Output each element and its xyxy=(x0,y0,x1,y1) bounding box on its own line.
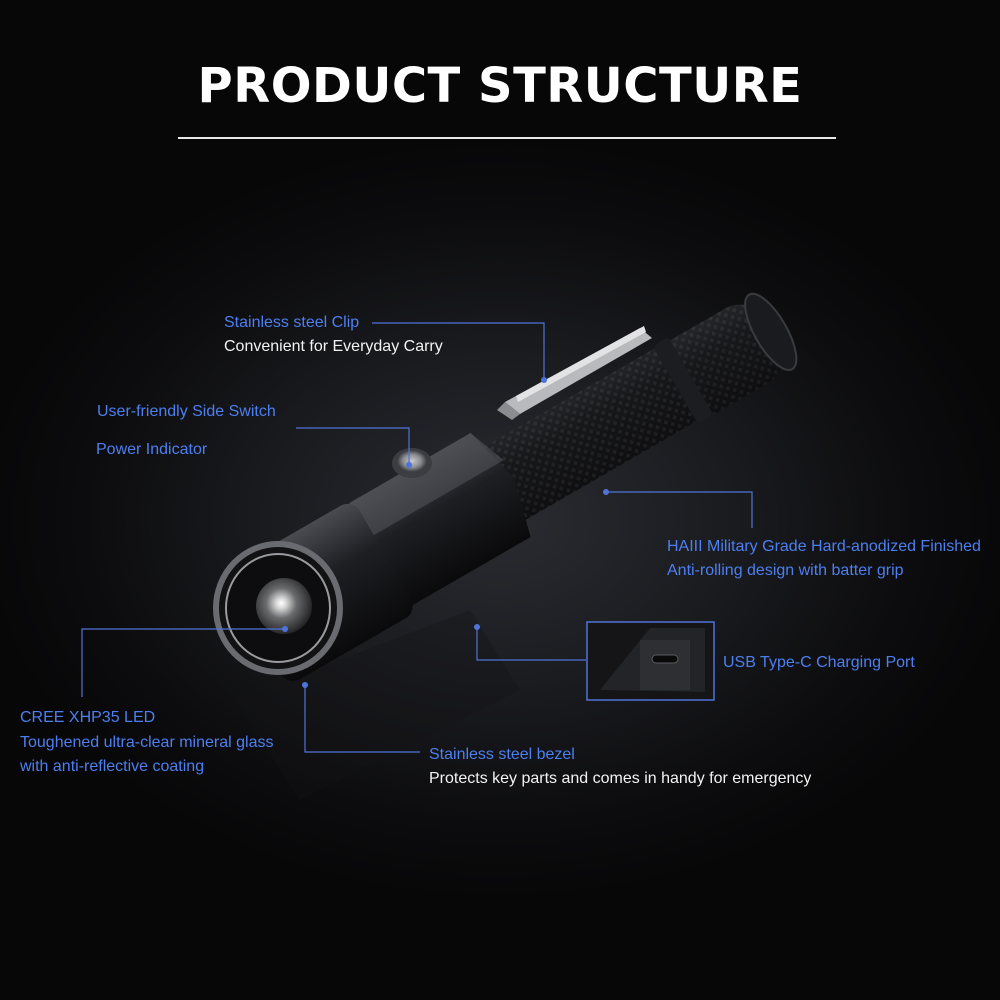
clip-callout-title: Stainless steel Clip xyxy=(224,314,360,331)
leader-dots xyxy=(282,377,609,688)
bezel xyxy=(213,541,343,675)
switch-housing xyxy=(349,433,531,607)
switch-callout-desc: Power Indicator xyxy=(96,441,208,458)
bezel-callout-desc: Protects key parts and comes in handy fo… xyxy=(429,770,812,787)
clip-callout-desc: Convenient for Everyday Carry xyxy=(224,338,443,355)
led-callout-desc-1: Toughened ultra-clear mineral glass xyxy=(20,734,274,751)
clip-leader xyxy=(372,322,545,380)
bezel-leader xyxy=(304,685,420,753)
usb-callout-title: USB Type-C Charging Port xyxy=(723,654,915,671)
led-callout-desc-2: with anti-reflective coating xyxy=(20,758,205,775)
body-callout-desc: Anti-rolling design with batter grip xyxy=(667,562,904,579)
switch-leader xyxy=(296,427,410,465)
switch-callout-title: User-friendly Side Switch xyxy=(97,403,276,420)
bezel-callout-title: Stainless steel bezel xyxy=(429,746,575,763)
body-callout-title: HAIII Military Grade Hard-anodized Finis… xyxy=(667,538,981,555)
knurled-body xyxy=(467,338,712,528)
led-callout-title: CREE XHP35 LED xyxy=(20,709,156,726)
usb-port-inset xyxy=(586,621,715,701)
leader-lines xyxy=(81,322,753,753)
pocket-clip xyxy=(497,326,652,420)
page-title: PRODUCT STRUCTURE xyxy=(197,58,803,114)
led-leader xyxy=(81,628,285,697)
body-leader xyxy=(606,491,753,528)
usb-leader xyxy=(476,627,586,661)
title-underline xyxy=(178,137,836,139)
side-switch-button xyxy=(392,448,432,478)
